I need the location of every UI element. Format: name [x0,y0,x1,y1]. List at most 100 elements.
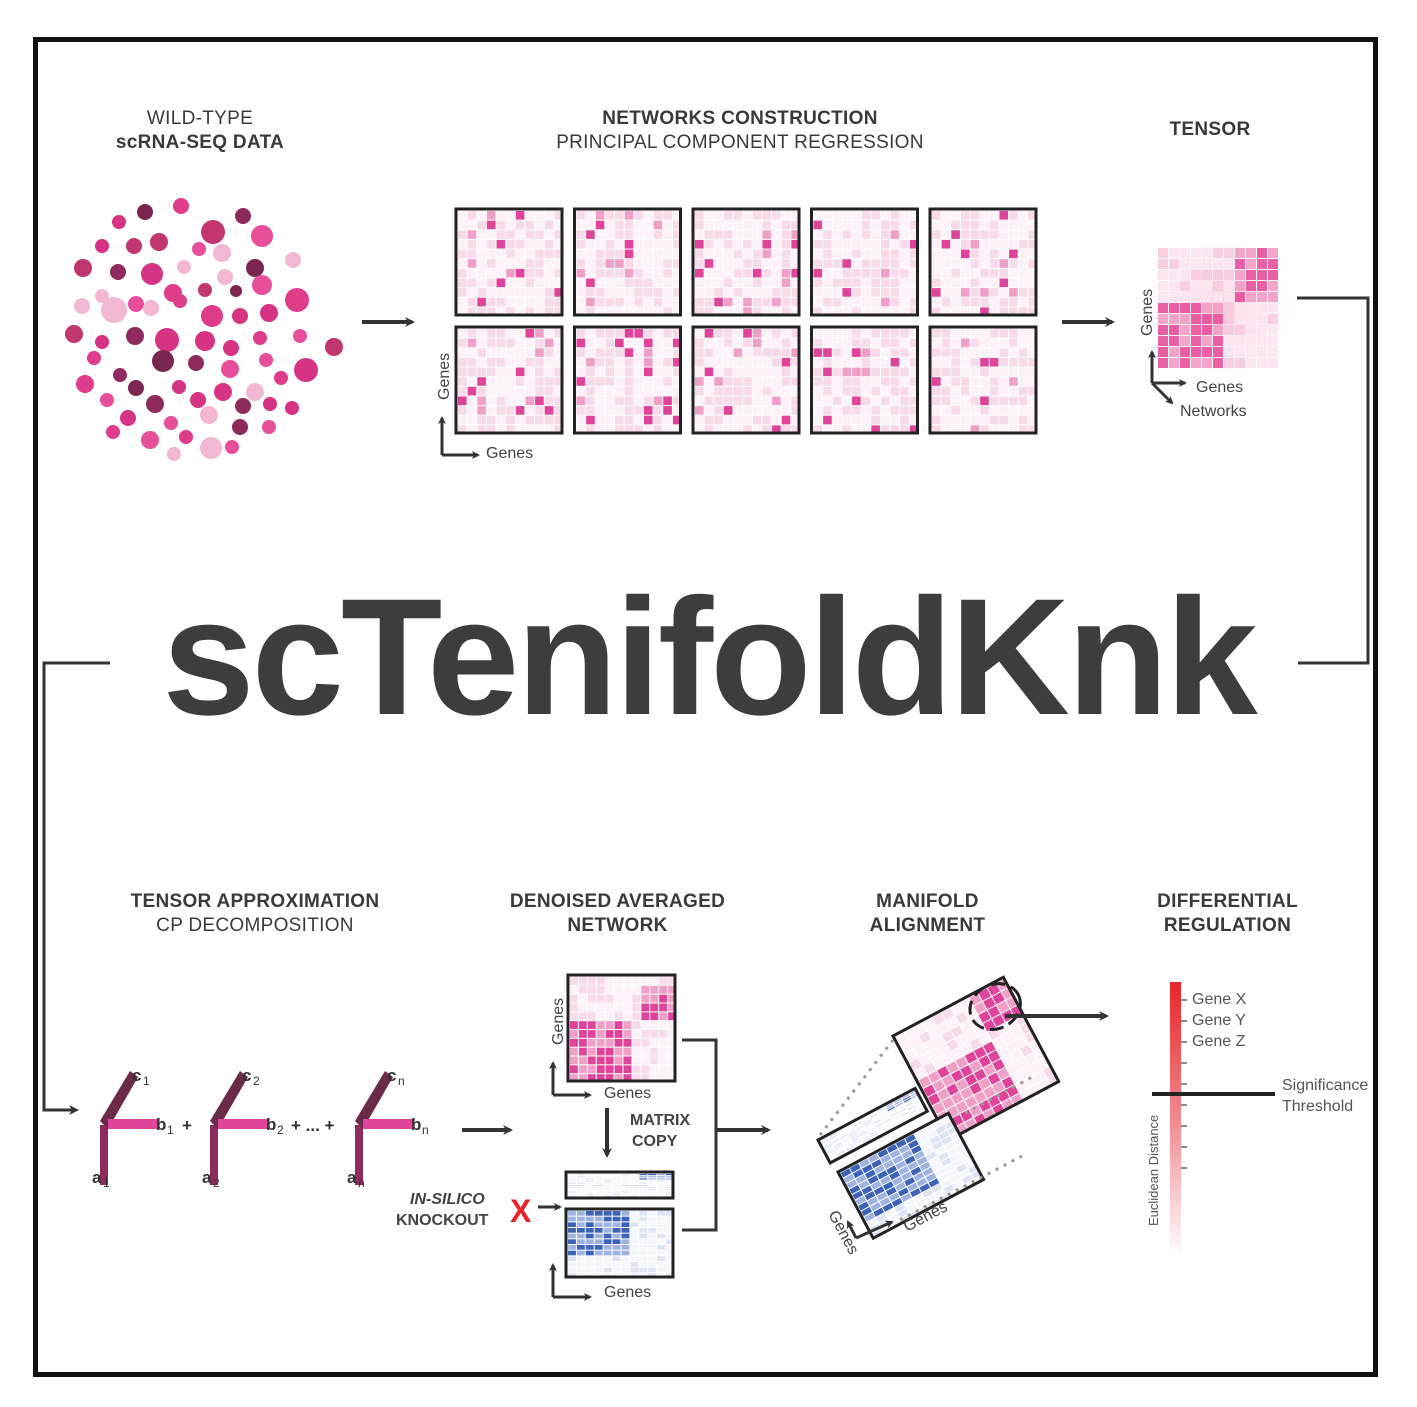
knockout-cell [657,1262,666,1267]
network-matrix-cell [743,415,752,425]
network-matrix-cell [458,278,467,288]
manifold-blue-cell [894,1203,906,1213]
network-matrix-cell [1028,406,1037,415]
network-matrix-cell [900,406,909,415]
knockout-row-cell [639,1176,648,1178]
cp-plus: + [182,1116,192,1135]
network-matrix-cell [842,239,852,249]
network-matrix-cell [1009,278,1018,288]
network-matrix-cell [852,297,861,307]
knockout-row-cell [603,1193,612,1195]
network-matrix-cell [832,338,842,348]
manifold-pink-cell [987,1028,1001,1041]
knockout-cell [621,1245,630,1250]
denoised-cell [587,977,596,985]
knockout-cell [648,1233,657,1239]
network-matrix-cell [624,396,634,406]
cell-dot [100,393,114,407]
denoised-network-matrix [566,973,677,1083]
network-matrix-cell [823,396,832,406]
network-matrix-cell [624,268,634,278]
manifold-blue-row-cell [873,1118,882,1124]
manifold-blue-row-cell [868,1128,877,1134]
manifold-pink-cell [955,1034,969,1047]
network-matrix-cell [743,396,752,406]
tensor-cell [1158,270,1168,280]
network-matrix-cell [653,288,663,297]
manifold-pink-cell [923,1062,936,1075]
manifold-blue-cell [938,1151,949,1162]
manifold-blue-row-cell [895,1102,904,1107]
network-matrix-cell [467,396,477,406]
network-matrix-cell [554,425,563,434]
network-matrix-cell [932,249,941,259]
cp-b-vector [363,1119,413,1129]
tensor-cell [1191,358,1201,368]
network-matrix-cell [586,211,595,220]
network-matrix-cell [605,259,615,268]
knockout-cell [568,1256,576,1261]
knockout-row-cell [639,1174,648,1176]
network-matrix-cell [743,338,752,348]
network-matrix-cell [852,230,861,239]
network-matrix-cell [871,367,880,377]
network-matrix-cell [458,348,467,357]
manifold-blue-cell [904,1177,916,1187]
tensor-cell [1158,325,1168,335]
network-matrix-cell [941,211,951,220]
network-matrix-cell [695,268,704,278]
network-matrix-cell [941,396,951,406]
network-matrix-cell [842,396,852,406]
network-matrix-cell [900,288,909,297]
network-matrix-cell [695,329,704,338]
network-matrix-cell [615,268,624,278]
network-matrix-cell [554,396,563,406]
network-matrix-cell [813,307,823,316]
network-matrix-cell [951,386,960,396]
denoised-cell [659,1038,668,1047]
knockout-row-cell [612,1184,621,1186]
network-matrix-frame [810,207,919,317]
knockout-row-cell [630,1176,639,1178]
network-matrix-cell [672,278,682,288]
network-matrix-cell [861,329,871,338]
network-matrix-cell [900,239,909,249]
knockout-row-cell [666,1191,674,1193]
network-matrix-cell [890,406,900,415]
manifold-blue-cell [903,1198,915,1208]
network-matrix-cell [663,288,672,297]
cp-a-sub: 1 [103,1176,110,1190]
knockout-cell [630,1256,639,1261]
denoised-y-axis-label: Genes [550,998,567,1045]
knockout-cell [585,1262,594,1267]
network-matrix-cell [909,230,919,239]
network-matrix-cell [861,406,871,415]
manifold-pink-cell [973,1046,987,1059]
tensor-cell [1224,248,1234,258]
network-matrix-cell [458,329,467,338]
network-matrix-cell [634,367,643,377]
network-matrix-cell [970,338,980,348]
network-matrix-cell [704,338,714,348]
manifold-blue-cell [919,1161,931,1171]
network-matrix-cell [643,396,653,406]
manifold-pink-cell [987,1094,1001,1107]
manifold-pink-cell [992,1058,1005,1072]
manifold-blue-row-cell [886,1124,895,1129]
network-matrix-cell [544,211,554,220]
network-matrix-cell [634,348,643,357]
network-matrix-cell [752,211,762,220]
denoised-x-axis-label: Genes [604,1085,651,1102]
network-matrix-cell [823,386,832,396]
knockout-row-cell [585,1187,594,1189]
network-matrix-cell [909,259,919,268]
cp-a-vector [355,1125,363,1185]
network-matrix-cell [781,338,791,348]
network-matrix-cell [832,396,842,406]
network-matrix-cell [1018,239,1028,249]
network-matrix-cell [663,396,672,406]
denoised-cell [614,1021,623,1029]
network-matrix-cell [852,220,861,230]
knockout-cell [576,1211,585,1216]
network-matrix-cell [951,377,960,386]
